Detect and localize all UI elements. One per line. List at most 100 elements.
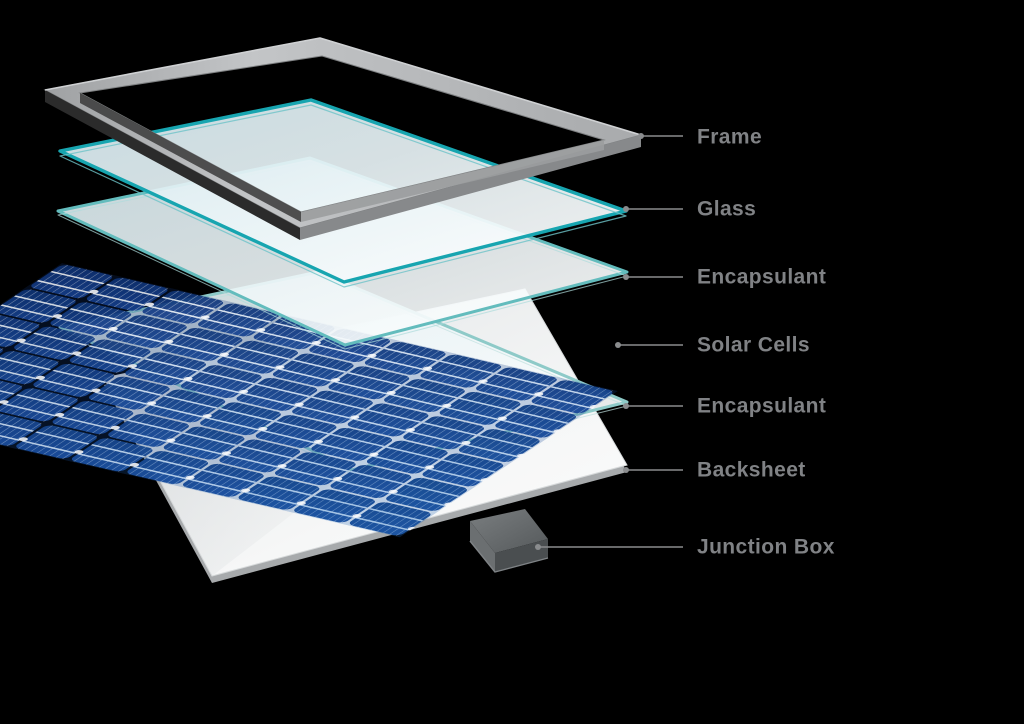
solar-cell-shading	[328, 366, 410, 400]
solar-cell-shading	[292, 390, 373, 424]
solar-cell-shading	[349, 502, 431, 536]
cell-interconnect-node	[534, 392, 544, 396]
cell-interconnect-node	[461, 440, 471, 445]
solar-cell-shading	[311, 428, 392, 461]
leader-dot-frame	[638, 133, 644, 139]
solar-cell-shading	[127, 451, 208, 484]
cell-interconnect-node	[313, 439, 324, 444]
cell-interconnect-node	[333, 476, 343, 481]
frame-side-left-inner	[80, 93, 301, 222]
cell-interconnect-node	[127, 364, 138, 368]
cell-interconnect-node	[129, 462, 140, 467]
cell-interconnect-node	[202, 414, 212, 418]
junction-box-left-face	[470, 521, 495, 572]
cell-interconnect-node	[89, 289, 99, 294]
cell-interconnect-node	[277, 464, 287, 468]
label-encapsulant-bottom[interactable]: Encapsulant	[697, 394, 827, 418]
leader-dot-glass	[623, 206, 629, 212]
cell-interconnect-node	[74, 450, 84, 454]
solar-cell-shading	[238, 476, 320, 510]
solar-cell-shading	[330, 465, 412, 498]
cell-interconnect-node	[405, 428, 416, 432]
solar-cell-shading	[16, 425, 97, 459]
solar-cell-shading	[0, 388, 78, 422]
cell-interconnect-node	[55, 412, 65, 417]
label-frame[interactable]: Frame	[697, 125, 763, 149]
cell-interconnect-node	[166, 438, 176, 443]
solar-cell-shading	[89, 376, 170, 410]
cell-interconnect-node	[350, 415, 360, 420]
cell-interconnect-node	[367, 353, 377, 358]
frame-side-left-outer	[45, 90, 300, 240]
solar-cell-shading	[495, 404, 576, 438]
solar-cell-shading	[69, 339, 151, 373]
solar-cell-shading	[422, 453, 504, 487]
cell-interconnect-node	[275, 365, 285, 370]
cell-interconnect-node	[108, 326, 118, 331]
solar-cell-shading	[125, 352, 206, 386]
solar-cell-shading	[403, 416, 484, 450]
cell-interconnect-node	[219, 352, 229, 357]
solar-cell-shading	[459, 429, 540, 462]
solar-cell-shading	[384, 379, 465, 412]
frame-side-right-inner	[301, 140, 604, 222]
solar-cell-shading	[163, 426, 245, 460]
solar-cell-shading	[33, 364, 114, 397]
cell-interconnect-node	[294, 402, 304, 407]
label-solar-cells[interactable]: Solar Cells	[697, 333, 810, 357]
solar-cell-shading	[531, 380, 613, 414]
solar-cell-shading	[0, 314, 40, 347]
cell-interconnect-node	[221, 451, 232, 456]
junction-box-top	[470, 509, 548, 553]
cell-interconnect-node	[0, 400, 9, 404]
leader-lines	[535, 133, 683, 550]
cell-interconnect-node	[256, 328, 266, 332]
solar-cell-shading	[439, 392, 521, 425]
solar-cell-shading	[183, 463, 264, 497]
cell-interconnect-node	[388, 489, 398, 494]
solar-cell-shading	[181, 365, 262, 398]
leader-dot-encapsulant-bottom	[623, 403, 629, 409]
solar-cell-shading	[161, 328, 243, 361]
label-backsheet[interactable]: Backsheet	[697, 458, 806, 482]
label-encapsulant-top[interactable]: Encapsulant	[697, 265, 827, 289]
cell-interconnect-node	[330, 378, 341, 382]
solar-cell-shading	[108, 413, 189, 447]
cell-interconnect-node	[164, 339, 174, 344]
cell-interconnect-node	[110, 425, 120, 430]
cell-interconnect-node	[16, 338, 26, 343]
cell-array	[0, 263, 616, 537]
solar-cell-shading	[50, 302, 132, 336]
solar-cell-shading	[476, 367, 557, 401]
cell-interconnect-node	[52, 314, 63, 318]
cell-interconnect-node	[497, 416, 507, 421]
label-glass[interactable]: Glass	[697, 197, 757, 221]
junction-box-outline	[469, 540, 549, 573]
cell-interconnect-node	[91, 388, 101, 393]
cell-interconnect-node	[478, 379, 488, 384]
layer-solar-cells[interactable]	[0, 263, 622, 538]
junction-box-front-face	[495, 539, 548, 572]
solar-cell-shading	[144, 389, 226, 423]
solar-cell-shading	[367, 440, 448, 474]
cell-interconnect-node	[422, 366, 433, 371]
cell-interconnect-node	[185, 475, 195, 480]
solar-cell-shading	[142, 290, 224, 324]
solar-cell-shading	[294, 489, 375, 523]
junction-box[interactable]	[469, 509, 549, 573]
cell-interconnect-node	[425, 465, 435, 470]
cell-interconnect-node	[200, 315, 210, 320]
solar-cell-shading	[275, 452, 356, 486]
solar-cell-shading	[14, 326, 95, 360]
leader-dot-backsheet	[623, 467, 629, 473]
layer-frame[interactable]	[43, 37, 643, 240]
solar-cell-shading	[106, 315, 187, 348]
label-junction-box[interactable]: Junction Box	[697, 535, 835, 559]
cell-interconnect-node	[147, 401, 157, 406]
cell-interconnect-node	[144, 302, 155, 307]
leader-dot-encapsulant-top	[623, 274, 629, 280]
cell-interconnect-node	[311, 340, 321, 345]
solar-cell-shading	[198, 303, 279, 337]
cell-interconnect-node	[35, 375, 46, 380]
